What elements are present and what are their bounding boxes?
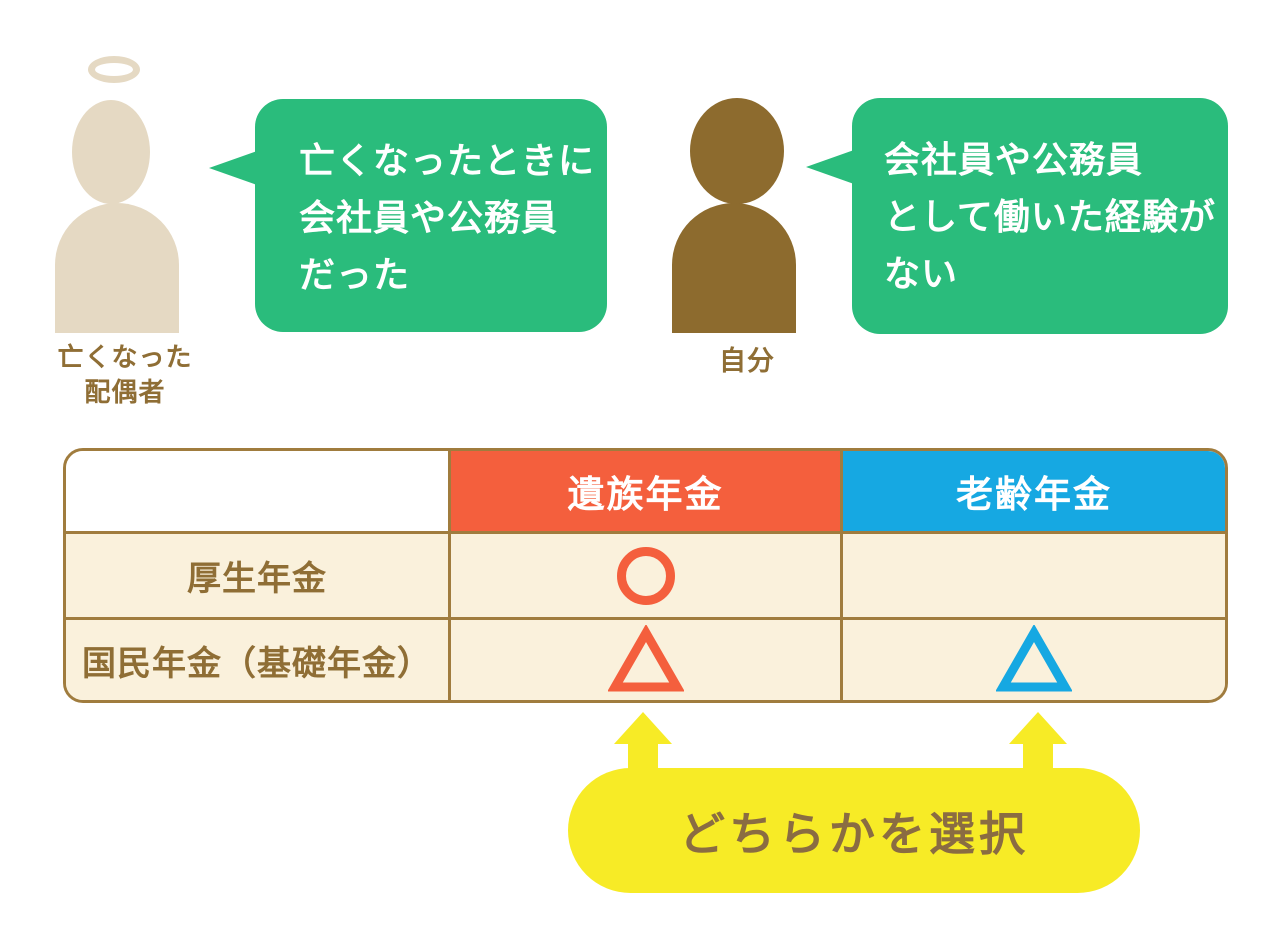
deceased-spouse-head-icon: [72, 100, 150, 204]
choose-either-callout: どちらかを選択: [568, 768, 1140, 893]
self-speech-bubble: 会社員や公務員 として働いた経験が ない: [806, 98, 1228, 334]
halo-icon: [88, 56, 140, 83]
bubble-line: だった: [299, 255, 411, 296]
row-label-kokumin-nenkin: 国民年金（基礎年金）: [66, 620, 451, 700]
cell-kokumin-survivor: [451, 620, 843, 700]
cell-kousei-oldage: [843, 534, 1225, 620]
self-body-icon: [672, 203, 796, 333]
red-triangle-mark-icon: [607, 625, 684, 692]
deceased-spouse-label-line1: 亡くなった: [57, 343, 193, 373]
bubble-line: として働いた経験が: [884, 197, 1216, 238]
header-survivor-pension: 遺族年金: [451, 451, 843, 534]
cell-kokumin-oldage: [843, 620, 1225, 700]
self-head-icon: [690, 98, 784, 204]
speech-bubble-tail-icon: [209, 151, 257, 185]
speech-bubble-tail-icon: [806, 150, 854, 184]
deceased-spouse-label: 亡くなった 配偶者: [35, 341, 215, 411]
table-corner-cell: [66, 451, 451, 534]
deceased-spouse-body-icon: [55, 203, 179, 333]
row-label-kousei-nenkin: 厚生年金: [66, 534, 451, 620]
header-oldage-pension: 老齢年金: [843, 451, 1225, 534]
bubble-line: 会社員や公務員: [884, 140, 1144, 181]
pension-table: 遺族年金 老齢年金 厚生年金 国民年金（基礎年金）: [63, 448, 1228, 703]
circle-mark-icon: [616, 546, 675, 605]
blue-triangle-mark-icon: [996, 625, 1072, 692]
bubble-line: 会社員や公務員: [299, 198, 559, 239]
deceased-bubble-text: 亡くなったときに 会社員や公務員 だった: [299, 133, 595, 304]
self-bubble-text: 会社員や公務員 として働いた経験が ない: [884, 132, 1216, 303]
up-arrow-icon: [1009, 712, 1067, 772]
deceased-speech-bubble: 亡くなったときに 会社員や公務員 だった: [209, 99, 607, 332]
cell-kousei-survivor: [451, 534, 843, 620]
bubble-line: 亡くなったときに: [299, 141, 596, 182]
deceased-spouse-label-line2: 配偶者: [84, 378, 166, 408]
self-label: 自分: [719, 346, 775, 377]
up-arrow-icon: [614, 712, 672, 772]
bubble-line: ない: [884, 254, 959, 295]
